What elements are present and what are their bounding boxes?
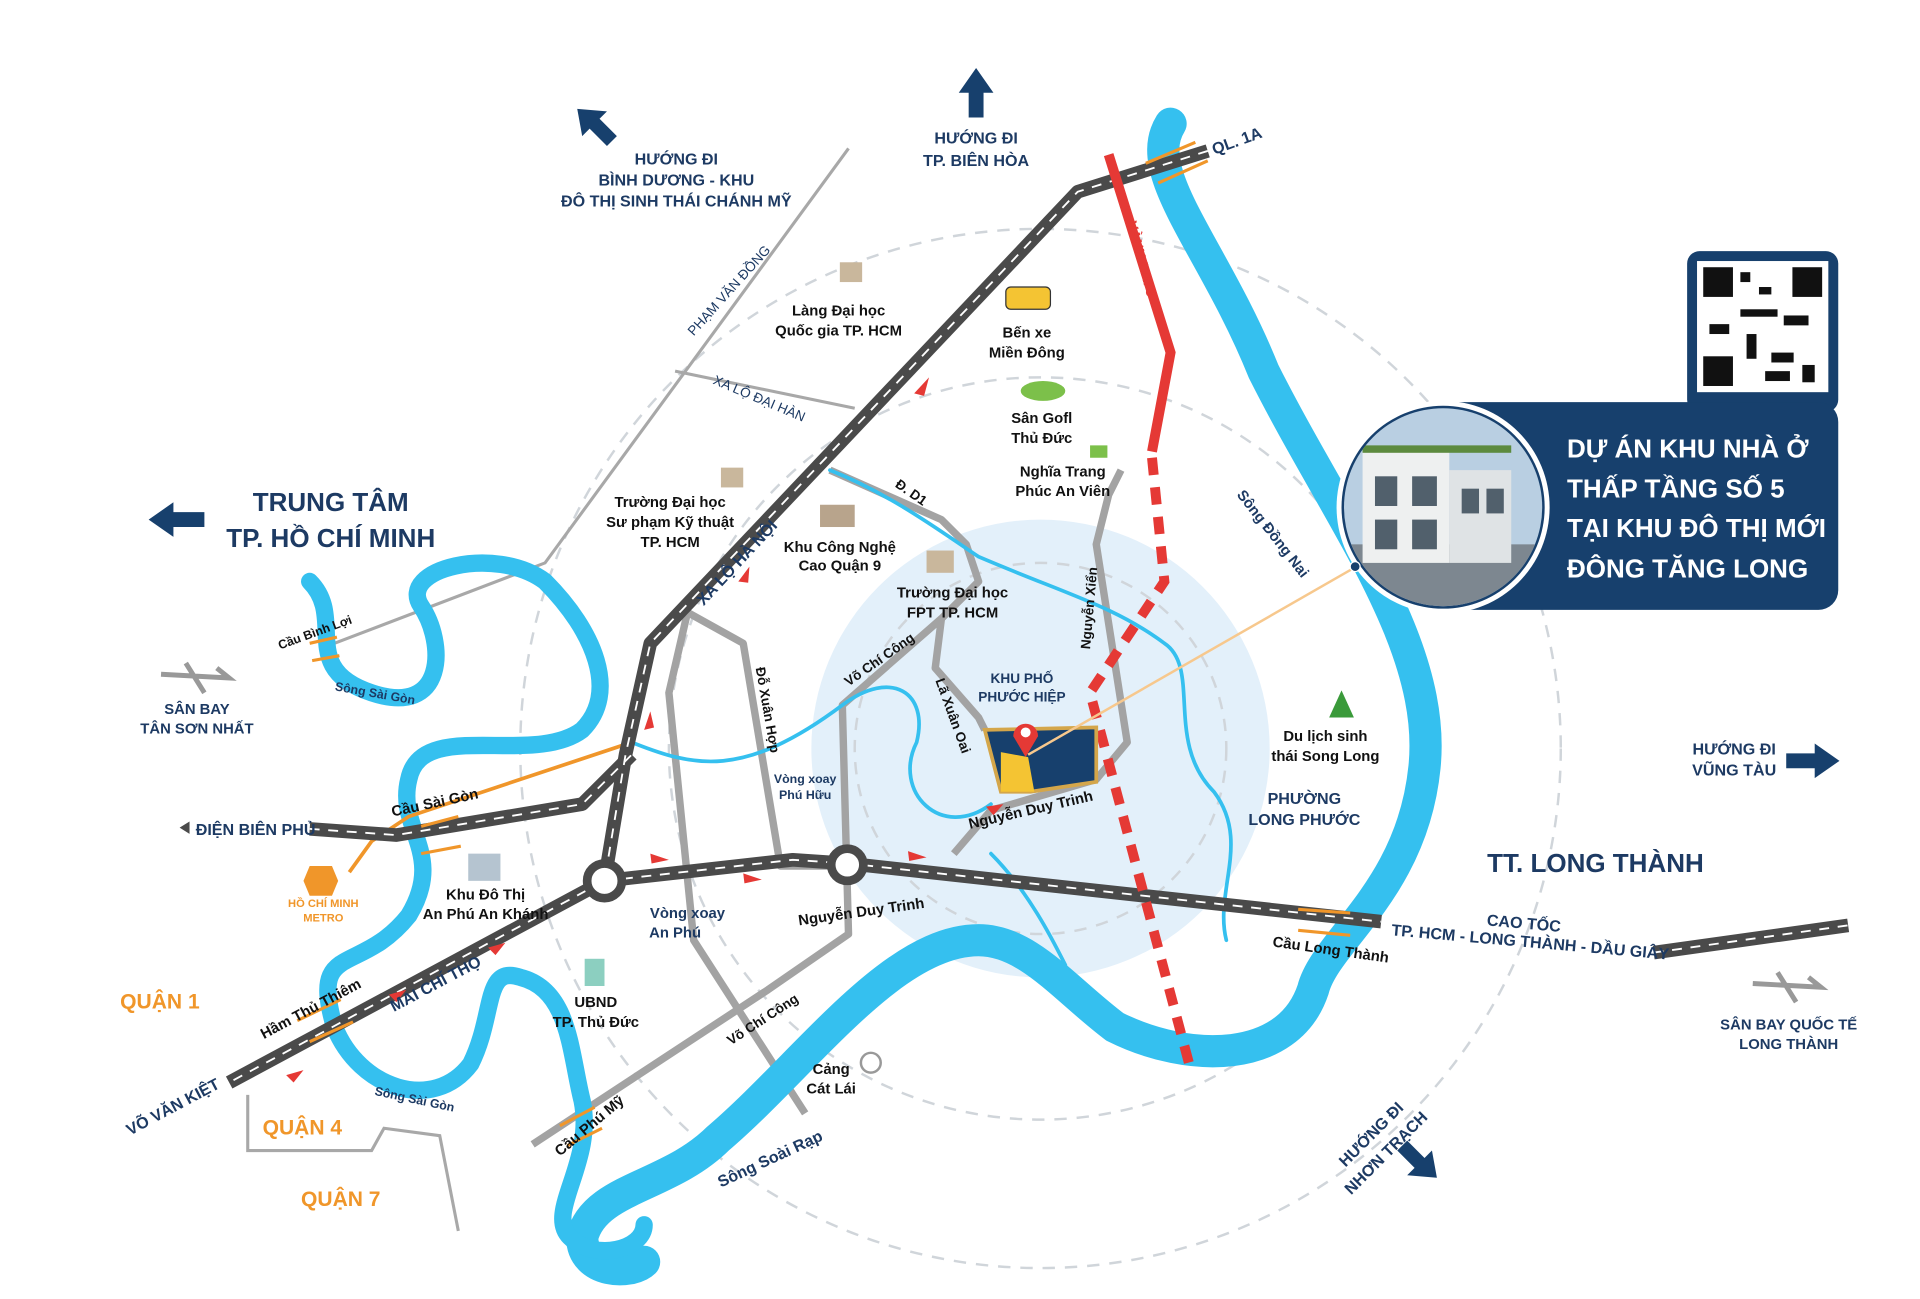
ring-road-3-planned xyxy=(1084,457,1194,1066)
poi-san-golf: Sân Gofl xyxy=(1011,411,1072,427)
school-icon xyxy=(720,467,744,488)
district-q7: QUẬN 7 xyxy=(301,1187,381,1211)
direction-vung-tau-line: VŨNG TÀU xyxy=(1692,760,1776,780)
hcmc-center-label: TRUNG TÂM xyxy=(253,487,409,517)
poi-vx-an-phu: Vòng xoay xyxy=(650,906,726,922)
road-ql1a: QL. 1A xyxy=(1210,124,1265,159)
school-icon xyxy=(926,550,954,573)
poi-ben-xe: Bến xe xyxy=(1003,326,1052,342)
project-card[interactable]: DỰ ÁN KHU NHÀ Ở THẤP TẦNG SỐ 5 TẠI KHU Đ… xyxy=(1336,251,1839,618)
poi-cat-lai: Cảng xyxy=(813,1062,850,1078)
arrow-up-left-icon xyxy=(577,108,617,146)
area-phuoc-hiep: KHU PHỐ xyxy=(991,671,1054,686)
bridge-marks xyxy=(296,140,1351,1147)
project-site-phase xyxy=(1000,752,1035,792)
district-q1: QUẬN 1 xyxy=(120,989,200,1013)
direction-vung-tau: HƯỚNG ĐI xyxy=(1693,740,1776,759)
project-title-line: TẠI KHU ĐÔ THỊ MỚI xyxy=(1567,513,1826,543)
poi-nghia-trang-line: Phúc An Viên xyxy=(1015,484,1110,500)
poi-tan-son-nhat-line: TÂN SƠN NHẤT xyxy=(140,720,253,738)
city-icon xyxy=(468,853,501,881)
poi-su-pham: Trường Đại học xyxy=(615,495,726,511)
poi-nghia-trang: Nghĩa Trang xyxy=(1020,464,1106,480)
qr-pattern xyxy=(1703,267,1823,386)
poi-cat-lai-line: Cát Lái xyxy=(806,1082,856,1098)
poi-metro: HỒ CHÍ MINH xyxy=(288,897,359,910)
arrow-up-icon xyxy=(958,68,994,118)
rivers xyxy=(301,107,1442,1286)
project-title-line: THẤP TẦNG SỐ 5 xyxy=(1567,473,1785,503)
poi-fpt-line: FPT TP. HCM xyxy=(907,605,998,621)
ring-road-3 xyxy=(1103,153,1176,453)
poi-fpt: Trường Đại học xyxy=(897,586,1008,602)
road-vo-van-kiet: VÕ VĂN KIỆT xyxy=(123,1073,223,1139)
district-q4: QUẬN 4 xyxy=(263,1115,343,1139)
road-xa-lo-dai-han: XA LỘ ĐẠI HÀN xyxy=(711,372,807,424)
poi-cong-nghe: Khu Công Nghệ xyxy=(784,540,896,556)
district-borders xyxy=(246,147,856,1232)
poi-tan-son-nhat: SÂN BAY xyxy=(164,700,230,718)
direction-arrows xyxy=(148,68,1840,1178)
ward-long-phuoc-line: LONG PHƯỚC xyxy=(1248,810,1360,829)
office-icon xyxy=(584,958,605,987)
cemetery-icon xyxy=(1090,445,1108,458)
arrow-right-icon xyxy=(1786,743,1840,779)
direction-bien-hoa-line: TP. BIÊN HÒA xyxy=(923,151,1029,170)
direction-binh-duong-line: BÌNH DƯƠNG - KHU xyxy=(598,171,754,190)
tech-park-icon xyxy=(820,504,855,528)
direction-binh-duong-line: ĐÔ THỊ SINH THÁI CHÁNH MỸ xyxy=(561,191,792,211)
poi-san-golf-line: Thủ Đức xyxy=(1011,431,1072,447)
long-thanh-label: TT. LONG THÀNH xyxy=(1487,848,1704,878)
project-title: DỰ ÁN KHU NHÀ Ở xyxy=(1567,434,1809,464)
arrow-left-icon xyxy=(179,821,190,834)
poi-lang-dai-hoc-line: Quốc gia TP. HCM xyxy=(775,323,902,339)
road-dien-bien-phu: ĐIỆN BIÊN PHỦ xyxy=(196,820,316,839)
river-dong-nai: Sông Đồng Nai xyxy=(1233,487,1311,581)
building-icon xyxy=(839,262,863,283)
traffic-arrows xyxy=(286,377,1004,1083)
poi-vx-an-phu-line: An Phú xyxy=(649,926,701,942)
poi-su-pham-line: TP. HCM xyxy=(641,535,700,551)
poi-metro-line: METRO xyxy=(303,913,344,925)
poi-an-phu-an-khanh: Khu Đô Thị xyxy=(446,887,525,903)
poi-ubnd-line: TP. Thủ Đức xyxy=(553,1015,639,1031)
location-pin-icon xyxy=(1013,723,1039,758)
arrow-down-right-icon xyxy=(1397,1140,1437,1178)
road-nguyen-xien: Nguyễn Xiển xyxy=(1078,566,1100,649)
poi-song-long: Du lịch sinh xyxy=(1283,729,1367,745)
bridge-binh-loi: Cầu Bình Lợi xyxy=(276,613,354,653)
poi-cong-nghe-line: Cao Quận 9 xyxy=(799,558,882,574)
poi-vx-phu-huu-line: Phú Hữu xyxy=(779,788,831,802)
area-phuoc-hiep-line: PHƯỚC HIỆP xyxy=(978,689,1065,704)
poi-su-pham-line: Sư phạm Kỹ thuật xyxy=(606,515,734,531)
airplane-icon xyxy=(1752,971,1829,1004)
poi-vx-phu-huu: Vòng xoay xyxy=(774,772,837,786)
port-icon xyxy=(859,1051,882,1074)
poi-ben-xe-line: Miền Đông xyxy=(989,346,1065,362)
highways xyxy=(225,144,1850,1089)
airplane-icon xyxy=(160,661,237,695)
ward-long-phuoc: PHƯỜNG xyxy=(1268,789,1342,808)
golf-icon xyxy=(1020,381,1066,401)
tree-icon xyxy=(1329,690,1354,718)
river-sai-gon-north: Sông Sài Gòn xyxy=(334,679,416,707)
direction-bien-hoa: HƯỚNG ĐI xyxy=(934,129,1017,148)
hcmc-center-label-line: TP. HỒ CHÍ MINH xyxy=(226,523,435,553)
project-title-line: ĐÔNG TĂNG LONG xyxy=(1567,554,1808,584)
project-photo xyxy=(1344,408,1543,607)
road-pham-van-dong: PHẠM VĂN ĐỒNG xyxy=(685,243,774,339)
poi-an-phu-an-khanh-line: An Phú An Khánh xyxy=(423,907,549,923)
bus-icon xyxy=(1005,286,1052,310)
arrow-left-icon xyxy=(148,502,205,537)
direction-binh-duong: HƯỚNG ĐI xyxy=(635,150,718,169)
poi-long-thanh-airport-line: LONG THÀNH xyxy=(1739,1036,1838,1053)
road-vanh-dai-3: VÀNH ĐAI 3 xyxy=(1124,220,1159,299)
metro-icon xyxy=(303,866,339,896)
callout-line xyxy=(1027,565,1358,756)
poi-long-thanh-airport: SÂN BAY QUỐC TẾ xyxy=(1720,1015,1857,1033)
poi-ubnd: UBND xyxy=(574,995,617,1011)
poi-lang-dai-hoc: Làng Đại học xyxy=(792,303,885,319)
poi-song-long-line: thái Song Long xyxy=(1271,749,1379,765)
